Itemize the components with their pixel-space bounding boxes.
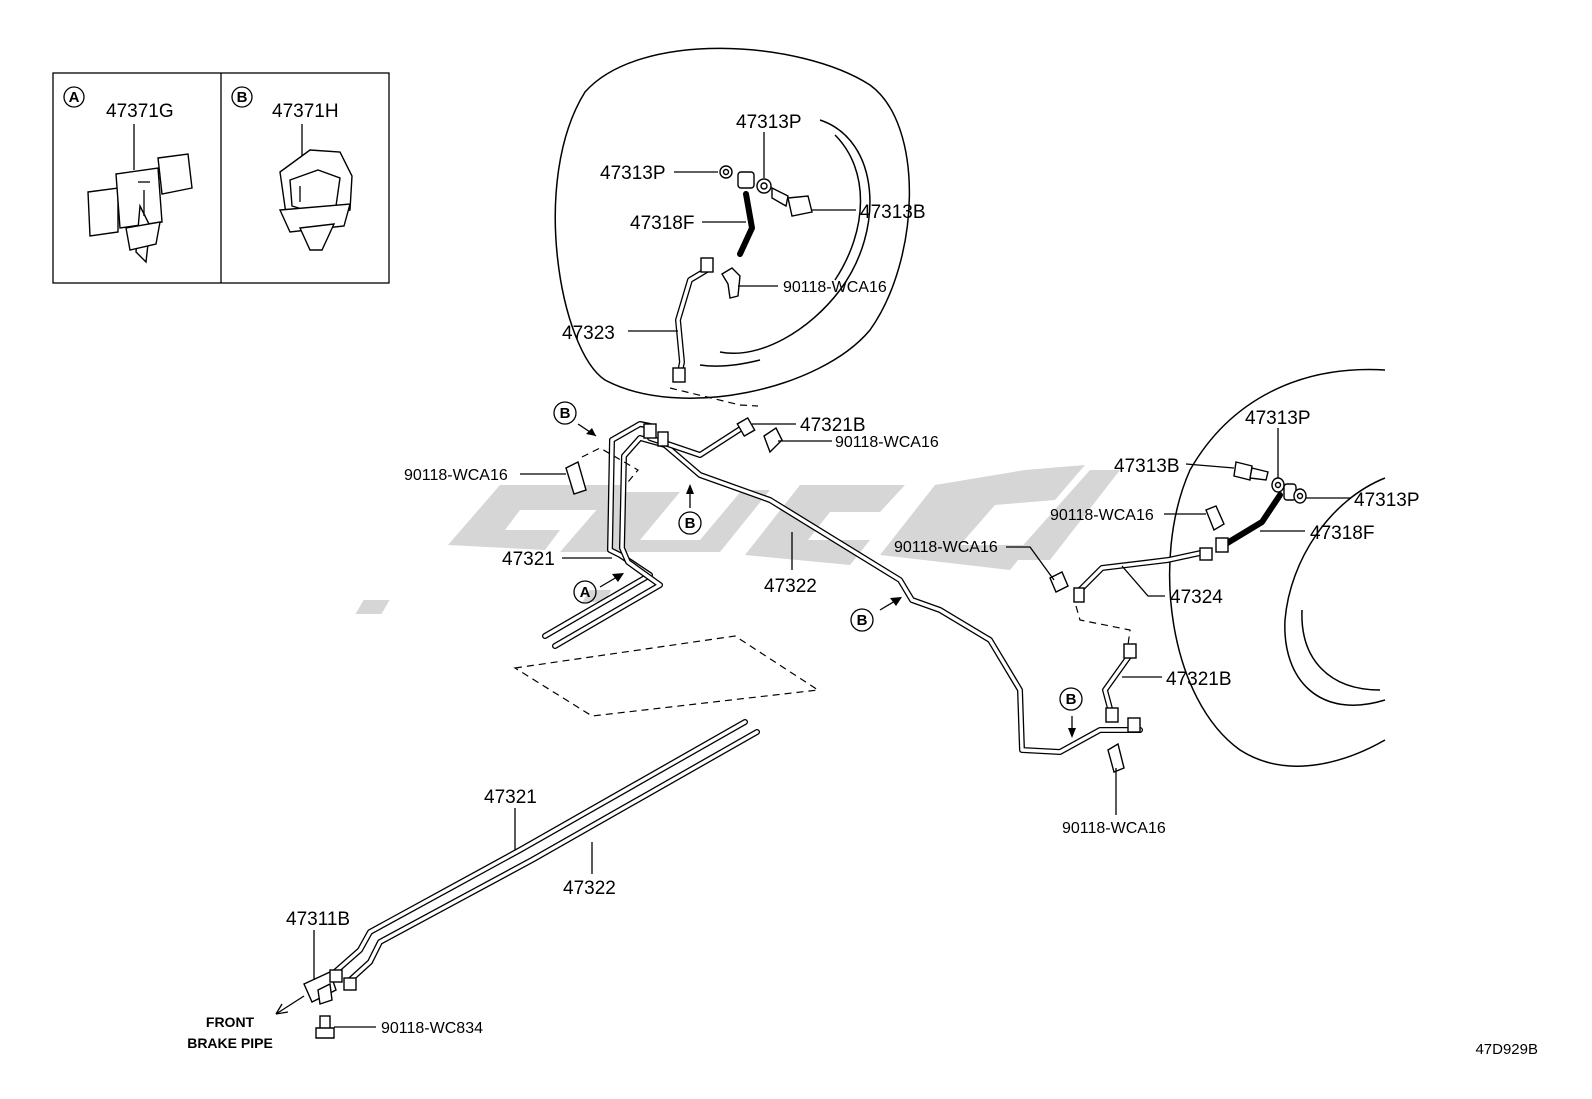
label-47313P-top-2: 47313P — [736, 112, 802, 133]
bolt-90118-wc834 — [315, 1015, 335, 1039]
joint-47311B — [303, 969, 357, 1005]
label-90118-wca16-right2: 90118-WCA16 — [894, 539, 998, 556]
bolt-47313B-right — [1233, 461, 1269, 481]
inset-box: A 47371G B 47371H — [52, 72, 390, 284]
label-47313P-right-top: 47313P — [1245, 408, 1311, 429]
clip-90118-wca16-top — [721, 267, 741, 299]
svg-text:A: A — [580, 584, 591, 601]
svg-text:B: B — [560, 405, 571, 422]
clip-90118-wca16-right1 — [1205, 505, 1225, 532]
washer-47313P-right-2 — [1293, 488, 1307, 504]
fitting-47323-bottom — [672, 367, 686, 383]
label-47322-lower: 47322 — [563, 878, 616, 899]
svg-text:B: B — [857, 612, 868, 629]
marker-a1: A — [573, 580, 597, 604]
inset-b-part-label: 47371H — [272, 101, 339, 122]
bolt-47313B-top — [771, 186, 813, 217]
hose-47318F-top — [737, 191, 755, 257]
fitting-47321B-right-top — [1123, 643, 1137, 659]
label-47313B-right: 47313B — [1114, 456, 1180, 477]
fitting-pipe-joint-top — [643, 423, 669, 447]
break-line-middle — [513, 635, 820, 717]
fitting-47321B-right-bottom — [1105, 707, 1141, 733]
label-47321-upper: 47321 — [502, 549, 555, 570]
label-47321B-right: 47321B — [1166, 669, 1232, 690]
label-47313B-top: 47313B — [860, 202, 926, 223]
fitting-47318F-top — [737, 171, 755, 189]
clip-90118-wca16-mid — [763, 426, 783, 454]
label-90118-wca16-right1: 90118-WCA16 — [1050, 507, 1154, 524]
label-47324: 47324 — [1170, 587, 1223, 608]
clamp-47371G-icon — [87, 153, 193, 264]
clip-90118-wca16-left — [565, 460, 587, 495]
diagram-code: 47D929B — [1475, 1041, 1538, 1058]
arrow-b1 — [577, 423, 597, 437]
label-47311B: 47311B — [286, 909, 350, 930]
fitting-47323-top — [700, 257, 714, 273]
front-arrow-icon — [275, 995, 305, 1015]
pipe-47322-lower — [345, 729, 760, 985]
label-47321B-top: 47321B — [800, 415, 866, 436]
clip-90118-wca16-right2 — [1049, 571, 1069, 593]
inset-a-marker: A — [63, 86, 85, 108]
svg-text:A: A — [69, 89, 80, 106]
marker-b2: B — [678, 511, 702, 535]
upper-tire — [554, 47, 911, 399]
arrow-b3 — [879, 597, 902, 611]
label-90118-wca16-mid: 90118-WCA16 — [835, 434, 939, 451]
pipe-47322-upper — [552, 435, 1143, 755]
arrow-a1 — [599, 573, 624, 588]
label-47313P-top-1: 47313P — [600, 163, 666, 184]
arrow-b4 — [1068, 716, 1076, 738]
marker-b1: B — [553, 401, 577, 425]
label-47322-upper: 47322 — [764, 576, 817, 597]
label-47318F-top: 47318F — [630, 213, 694, 234]
label-90118-wca16-left: 90118-WCA16 — [404, 467, 508, 484]
marker-b3: B — [850, 608, 874, 632]
fitting-47321B-top — [736, 416, 756, 438]
marker-b4: B — [1059, 687, 1083, 711]
label-47321-lower: 47321 — [484, 787, 537, 808]
right-tire — [1168, 368, 1386, 767]
pipe-47321-lower — [332, 719, 748, 975]
washer-47313P-top-2 — [756, 178, 772, 194]
clip-47371H-icon — [278, 149, 353, 251]
label-90118-wca16-bottom: 90118-WCA16 — [1062, 820, 1166, 837]
svg-text:B: B — [237, 89, 248, 106]
inset-b-marker: B — [231, 86, 253, 108]
break-dashed-left-clip — [581, 447, 639, 483]
front-brake-pipe-line2: BRAKE PIPE — [187, 1035, 273, 1051]
hose-47318F-right — [1221, 492, 1283, 548]
leader-lines — [313, 132, 1350, 1028]
washer-47313P-right-1 — [1271, 477, 1285, 493]
label-90118-wca16-top: 90118-WCA16 — [783, 279, 887, 296]
label-47318F-right: 47318F — [1310, 523, 1374, 544]
break-dashed-upper — [669, 387, 759, 407]
inset-a-part-label: 47371G — [106, 101, 174, 122]
label-47323: 47323 — [562, 323, 615, 344]
front-brake-pipe-line1: FRONT — [206, 1014, 255, 1030]
svg-text:B: B — [1066, 691, 1077, 708]
svg-text:B: B — [685, 515, 696, 532]
fitting-47324-right — [1199, 537, 1229, 561]
label-47313P-right: 47313P — [1354, 490, 1420, 511]
washer-47313P-top-1 — [719, 165, 733, 179]
break-dashed-right — [1075, 605, 1131, 646]
label-90118-wc834: 90118-WC834 — [381, 1020, 483, 1037]
clip-90118-wca16-bottom — [1107, 742, 1125, 773]
arrow-b2 — [686, 484, 694, 508]
fitting-47324-left — [1073, 587, 1085, 603]
